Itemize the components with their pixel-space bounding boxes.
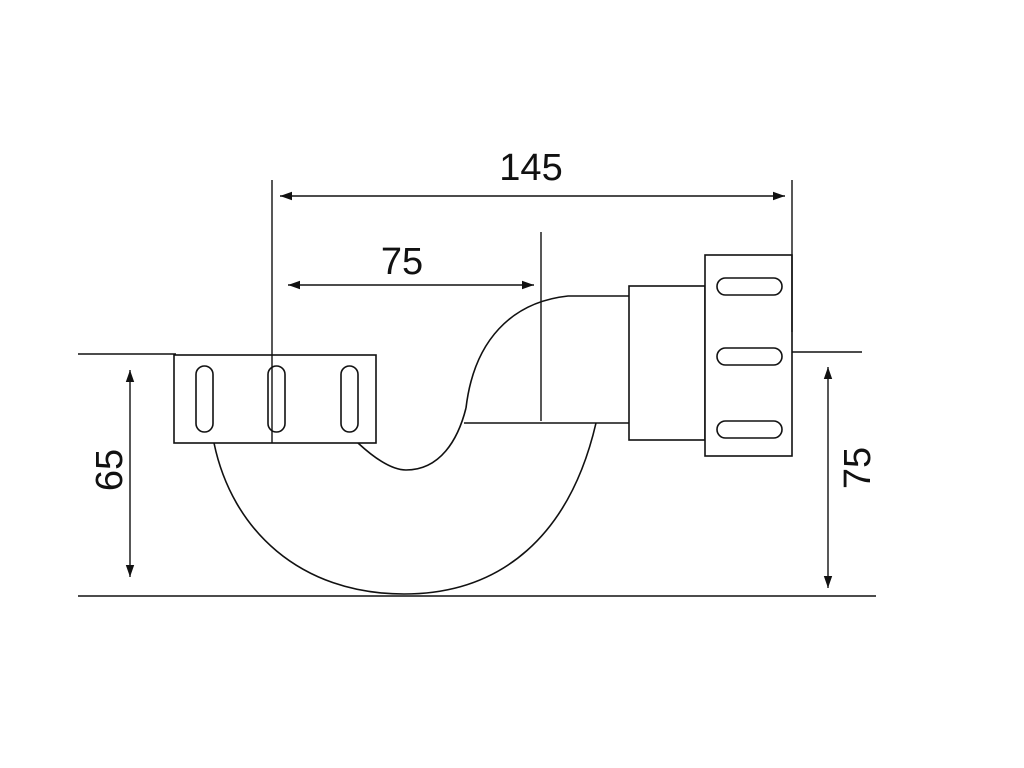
dimension-label-75-horizontal: 75 bbox=[381, 241, 423, 283]
trap-inner-bend bbox=[357, 407, 467, 471]
dimension-label-65: 65 bbox=[89, 449, 131, 491]
inlet-slot-3 bbox=[340, 365, 359, 433]
inlet-coupling bbox=[173, 354, 377, 444]
inlet-slot-1 bbox=[195, 365, 214, 433]
outlet-adapter bbox=[628, 285, 706, 441]
inlet-slot-2 bbox=[267, 365, 286, 433]
trap-upper-bend bbox=[465, 295, 630, 409]
dimension-label-145: 145 bbox=[499, 147, 562, 189]
dimension-overall-width: 145 bbox=[280, 147, 785, 201]
trap-u-bend bbox=[213, 422, 597, 595]
dimension-inlet-height: 65 bbox=[89, 370, 135, 577]
outlet-slot-1 bbox=[716, 277, 783, 296]
dimension-label-75-vertical: 75 bbox=[837, 447, 879, 489]
outlet-slot-3 bbox=[716, 420, 783, 439]
outlet-slot-2 bbox=[716, 347, 783, 366]
outlet-nut bbox=[704, 254, 793, 457]
dimension-outlet-offset: 75 bbox=[288, 241, 534, 290]
dimension-outlet-height: 75 bbox=[823, 367, 879, 588]
